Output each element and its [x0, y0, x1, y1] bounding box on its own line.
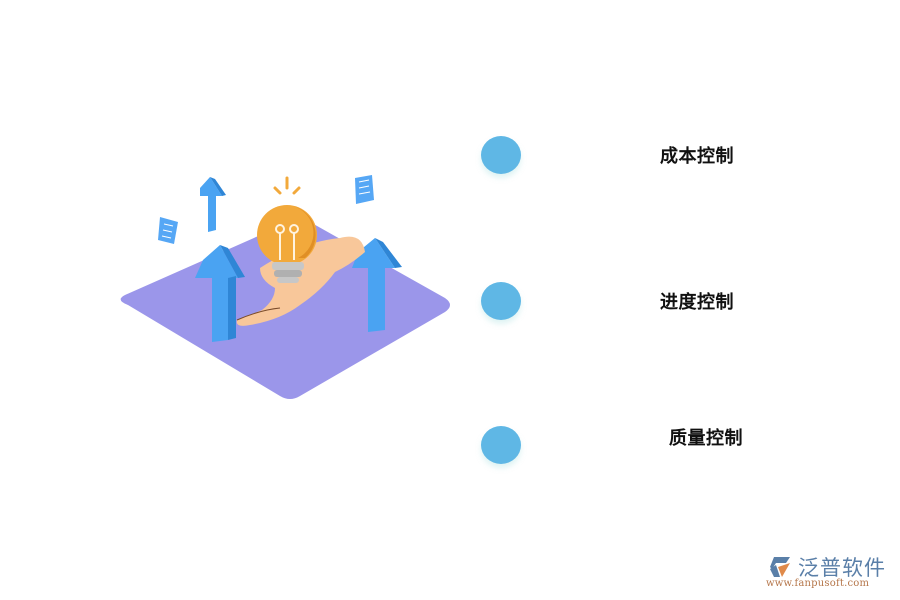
bullet-dot [481, 426, 521, 464]
arrow-up-icon [352, 238, 402, 332]
logo-name: 泛普软件 [798, 556, 886, 580]
brand-logo: 泛普软件 www.fanpusoft.com [765, 552, 895, 592]
hand-shape [236, 236, 365, 326]
logo-url: www.fanpusoft.com [766, 578, 870, 589]
list-item-cost-control: 成本控制 [480, 134, 780, 178]
list-item-schedule-control: 进度控制 [480, 280, 780, 324]
bullet-dot [481, 282, 521, 320]
hand-bulb-illustration [100, 160, 470, 410]
item-label: 质量控制 [669, 428, 743, 449]
document-icon [158, 217, 178, 244]
item-label: 进度控制 [660, 292, 734, 313]
document-icon [355, 175, 374, 204]
logo-mark-icon [770, 557, 790, 577]
arrow-up-icon [195, 245, 245, 342]
arrow-up-icon [200, 177, 226, 232]
list-item-quality-control: 质量控制 [480, 424, 780, 468]
bullet-dot [481, 136, 521, 174]
item-label: 成本控制 [660, 146, 734, 167]
light-bulb-icon [257, 176, 317, 283]
